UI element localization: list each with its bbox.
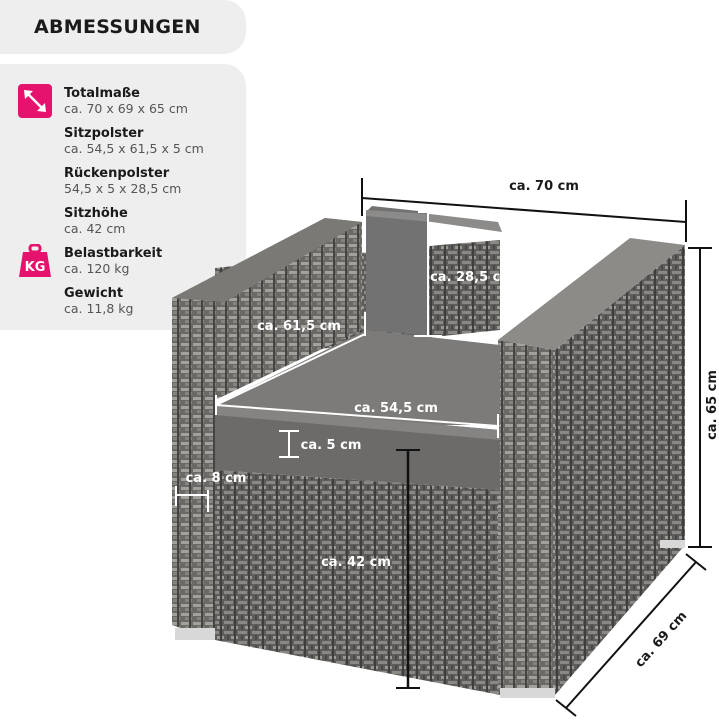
seat-depth-dimension: ca. 61,5 cm bbox=[215, 312, 366, 415]
seat-thickness-dimension: ca. 5 cm bbox=[279, 430, 362, 458]
spec-label: Rückenpolster bbox=[64, 166, 170, 181]
svg-text:KG: KG bbox=[25, 260, 46, 275]
page-title: ABMESSUNGEN bbox=[34, 16, 201, 38]
spec-seat-height: Sitzhöhe ca. 42 cm bbox=[64, 206, 128, 236]
spec-value: 54,5 x 5 x 28,5 cm bbox=[64, 181, 182, 196]
armrest-width-dimension: ca. 8 cm bbox=[175, 471, 247, 512]
spec-value: ca. 70 x 69 x 65 cm bbox=[64, 101, 188, 116]
spec-label: Totalmaße bbox=[64, 86, 141, 101]
chair-foot bbox=[660, 540, 685, 548]
armchair bbox=[172, 206, 685, 698]
spec-label: Belastbarkeit bbox=[64, 246, 163, 261]
armrest-width-label: ca. 8 cm bbox=[186, 471, 247, 486]
spec-weight: Gewicht ca. 11,8 kg bbox=[64, 286, 133, 316]
spec-label: Sitzhöhe bbox=[64, 206, 128, 221]
depth-label: ca. 69 cm bbox=[632, 609, 690, 671]
seat-width-dimension: ca. 54,5 cm bbox=[215, 401, 499, 438]
spec-seat-cushion: Sitzpolster ca. 54,5 x 61,5 x 5 cm bbox=[64, 126, 204, 156]
height-dimension: ca. 65 cm bbox=[688, 247, 719, 548]
spec-back-cushion: Rückenpolster 54,5 x 5 x 28,5 cm bbox=[64, 166, 181, 196]
back-cushion-label: ca. 28,5 cm bbox=[430, 270, 514, 285]
seat-height-dimension: ca. 42 cm bbox=[321, 449, 420, 689]
back-cushion-dimension: ca. 28,5 cm bbox=[414, 211, 514, 337]
diagonal-arrow-icon bbox=[18, 84, 52, 118]
spec-label: Sitzpolster bbox=[64, 126, 144, 141]
spec-value: ca. 42 cm bbox=[64, 221, 126, 236]
spec-value: ca. 120 kg bbox=[64, 261, 130, 276]
width-label: ca. 70 cm bbox=[509, 179, 579, 194]
spec-total: Totalmaße ca. 70 x 69 x 65 cm bbox=[64, 86, 188, 116]
spec-value: ca. 54,5 x 61,5 x 5 cm bbox=[64, 141, 204, 156]
seat-depth-label: ca. 61,5 cm bbox=[257, 319, 341, 334]
title-panel: ABMESSUNGEN bbox=[0, 0, 246, 54]
chair-foot bbox=[500, 688, 555, 698]
spec-load-capacity: Belastbarkeit ca. 120 kg bbox=[64, 246, 162, 276]
seat-height-label: ca. 42 cm bbox=[321, 555, 391, 570]
chair-foot bbox=[175, 628, 215, 640]
width-dimension: ca. 70 cm bbox=[361, 178, 687, 242]
kg-weight-icon: KG bbox=[18, 243, 52, 278]
spec-label: Gewicht bbox=[64, 286, 124, 301]
seat-width-label: ca. 54,5 cm bbox=[354, 401, 438, 416]
seat-thickness-label: ca. 5 cm bbox=[301, 438, 362, 453]
height-label: ca. 65 cm bbox=[705, 370, 719, 440]
spec-value: ca. 11,8 kg bbox=[64, 301, 134, 316]
